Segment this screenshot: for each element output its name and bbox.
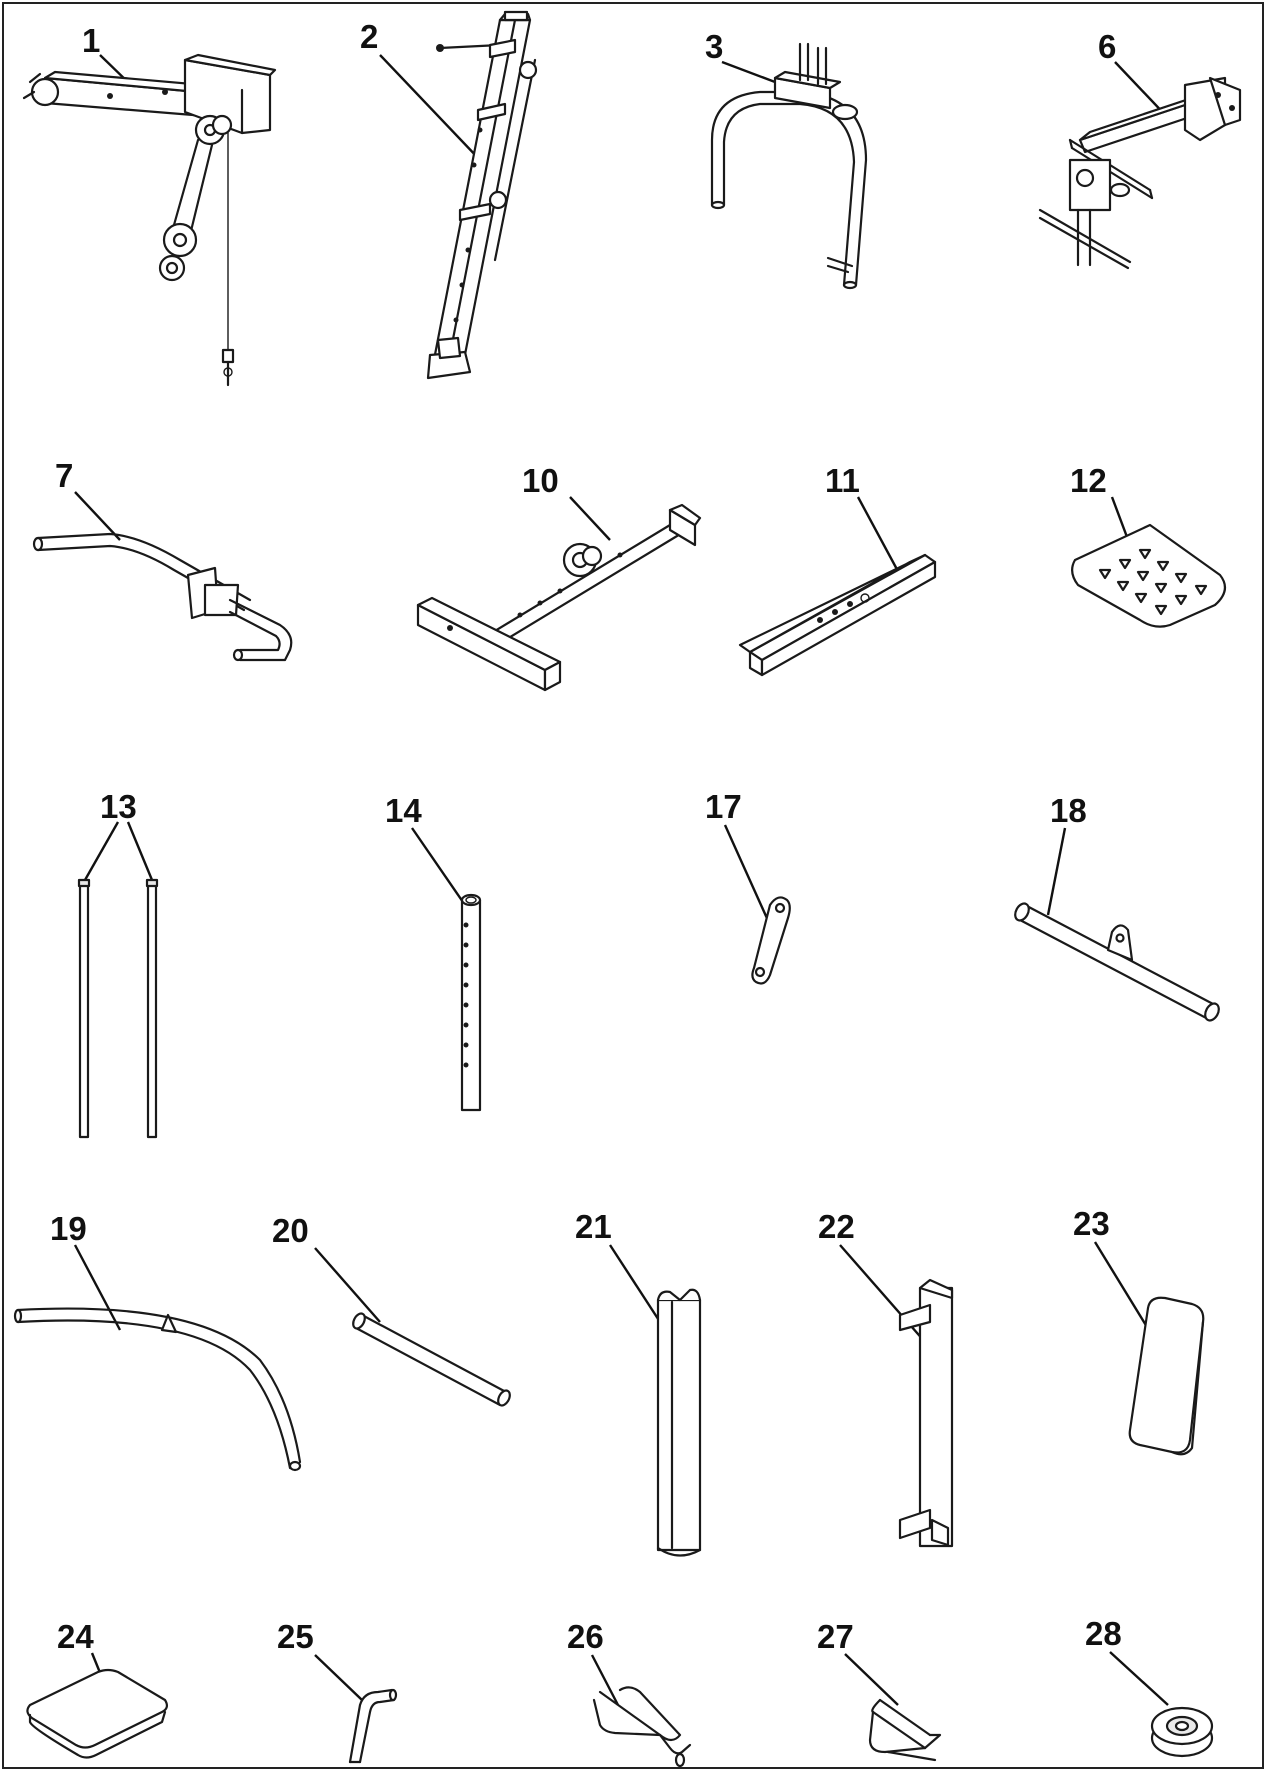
- part-11-cross-tube: 11: [738, 462, 937, 677]
- part-10-base-frame: 10: [416, 462, 702, 692]
- part-label-21: 21: [575, 1208, 612, 1245]
- part-25-bent-rod: 25: [277, 1618, 398, 1764]
- part-13-guide-rods: 13: [77, 788, 159, 1139]
- part-22-bracket-post: 22: [818, 1208, 954, 1548]
- part-label-24: 24: [57, 1618, 94, 1655]
- part-23-back-pad: 23: [1073, 1205, 1205, 1456]
- part-label-7: 7: [55, 457, 73, 494]
- part-label-25: 25: [277, 1618, 314, 1655]
- part-21-channel-post: 21: [575, 1208, 702, 1557]
- part-label-10: 10: [522, 462, 559, 499]
- part-label-26: 26: [567, 1618, 604, 1655]
- part-27-stirrup-handle: 27: [817, 1618, 942, 1762]
- part-20-short-tube: 20: [272, 1212, 511, 1407]
- part-3-arch-frame: 3: [705, 28, 868, 290]
- part-label-22: 22: [818, 1208, 855, 1245]
- part-label-2: 2: [360, 18, 378, 55]
- part-label-18: 18: [1050, 792, 1087, 829]
- part-label-12: 12: [1070, 462, 1107, 499]
- part-label-1: 1: [82, 22, 100, 59]
- part-label-14: 14: [385, 792, 422, 829]
- part-18-bar-with-tab: 18: [1014, 792, 1220, 1022]
- part-label-13: 13: [100, 788, 137, 825]
- part-label-11: 11: [825, 462, 860, 499]
- part-12-foot-plate: 12: [1070, 462, 1227, 628]
- part-7-press-arm: 7: [32, 457, 293, 662]
- part-2-main-upright: 2: [360, 10, 538, 380]
- part-24-seat-pad: 24: [26, 1618, 169, 1759]
- part-label-3: 3: [705, 28, 723, 65]
- part-label-19: 19: [50, 1210, 87, 1247]
- part-label-20: 20: [272, 1212, 309, 1249]
- part-label-23: 23: [1073, 1205, 1110, 1242]
- part-28-pulley-wheel: 28: [1085, 1615, 1214, 1758]
- part-label-17: 17: [705, 788, 742, 825]
- part-label-28: 28: [1085, 1615, 1122, 1652]
- part-14-adjustment-tube: 14: [385, 792, 482, 1112]
- part-6-seat-frame: 6: [1038, 28, 1242, 270]
- part-17-link-plate: 17: [705, 788, 791, 985]
- part-26-triangle-handle: 26: [567, 1618, 692, 1768]
- part-19-curved-bar: 19: [13, 1210, 302, 1472]
- part-1-pulley-arm: 1: [22, 22, 277, 387]
- part-label-27: 27: [817, 1618, 854, 1655]
- part-label-6: 6: [1098, 28, 1116, 65]
